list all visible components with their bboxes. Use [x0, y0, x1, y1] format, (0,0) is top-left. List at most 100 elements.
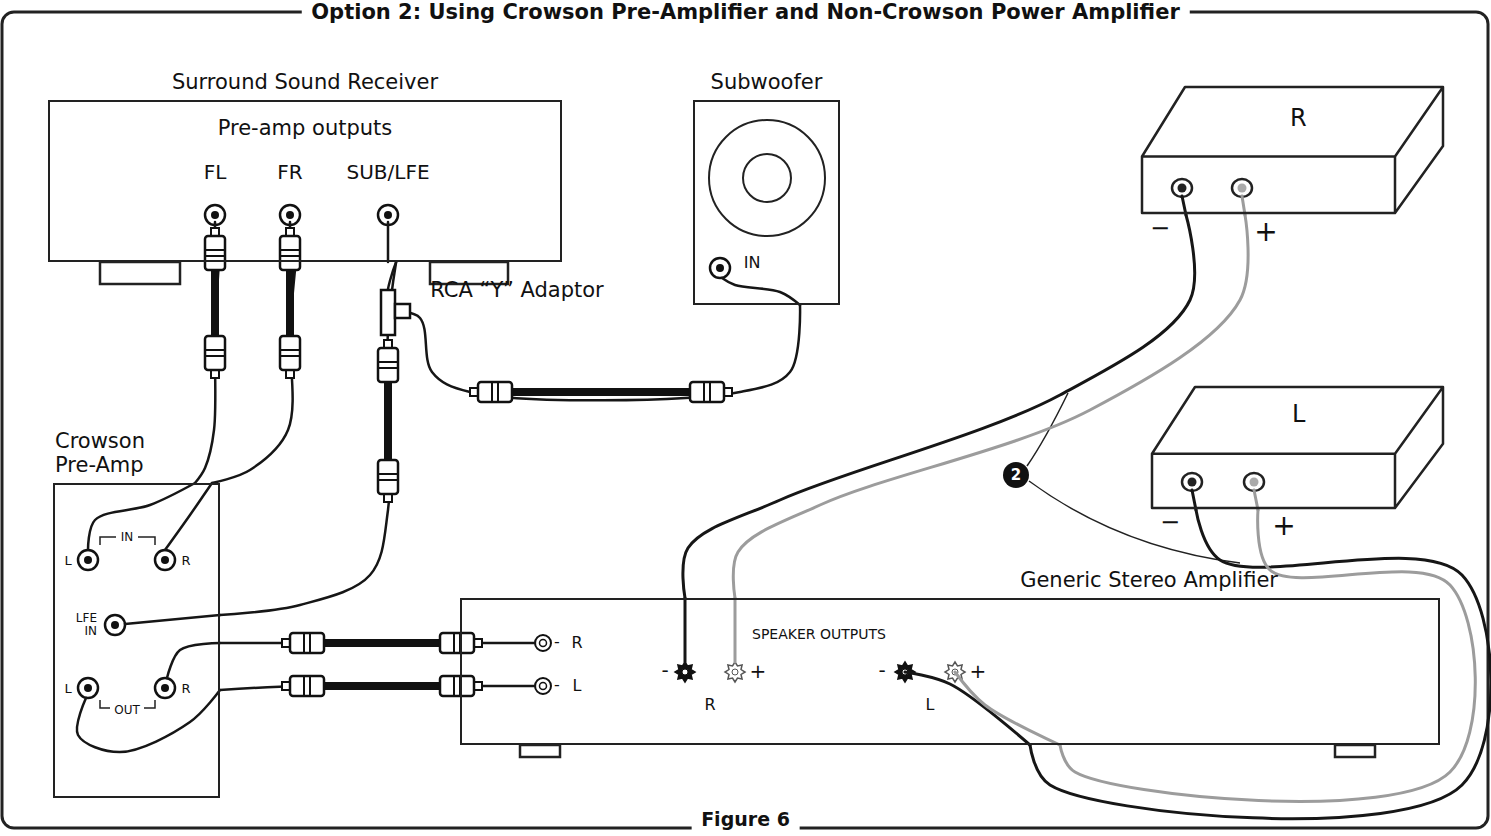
- rca-jack-pin: [161, 556, 169, 564]
- rca-jack-pin: [716, 264, 724, 272]
- amp-input-jack-ring: [540, 640, 547, 647]
- plug-ring: [709, 382, 711, 402]
- speaker-terminal-pin: [1188, 478, 1197, 487]
- y-adaptor-branch: [395, 304, 410, 318]
- jack-label: LFE IN: [67, 612, 97, 638]
- rca-plug: [290, 676, 324, 696]
- plug-ring: [378, 367, 398, 369]
- node-heading: R: [1290, 105, 1307, 133]
- plug-ring: [280, 249, 300, 251]
- callout-number: 2: [1011, 468, 1021, 483]
- woofer-cone: [709, 120, 825, 236]
- rca-plug: [290, 633, 324, 653]
- binding-post-center: [682, 669, 688, 675]
- connector-layer: [195, 215, 1491, 819]
- channel-label: R: [704, 697, 715, 713]
- jack-group-label: IN: [121, 531, 134, 543]
- rca-plug: [478, 382, 512, 402]
- cable: [1060, 510, 1475, 801]
- rca-plug: [440, 633, 474, 653]
- equipment-details: [77, 120, 1375, 757]
- figure-title: Option 2: Using Crowson Pre-Amplifier an…: [301, 0, 1189, 24]
- binding-post: [675, 662, 695, 682]
- wire-stub: [125, 615, 220, 624]
- speaker-terminal: [1232, 179, 1252, 197]
- rca-plug: [205, 336, 225, 370]
- plug-ring: [491, 382, 493, 402]
- cable-jacket: [324, 682, 442, 690]
- rca-plug: [440, 676, 474, 696]
- wire-stub: [387, 222, 390, 262]
- rca-jack-pin: [211, 211, 219, 219]
- jack-label: R: [181, 682, 190, 695]
- input-label: SUB/LFE: [346, 162, 429, 182]
- woofer-dustcap: [743, 154, 791, 202]
- subwoofer-box: Subwoofer: [693, 100, 840, 305]
- cable-jacket: [286, 270, 294, 336]
- polarity-mark: +: [1254, 218, 1277, 246]
- polarity-mark: -: [554, 634, 560, 650]
- node-heading: Generic Stereo Amplifier: [1020, 568, 1278, 592]
- plug-ring: [378, 361, 398, 363]
- speaker-right: R: [1140, 85, 1445, 215]
- figure-caption: Figure 6: [691, 808, 800, 830]
- rca-plug: [378, 348, 398, 382]
- wire-stub: [905, 672, 1030, 745]
- rca-plug: [280, 336, 300, 370]
- wire-stub: [165, 483, 212, 550]
- polarity-mark: −: [1160, 510, 1180, 534]
- rca-jack: [155, 678, 175, 698]
- amp-input-jack: [535, 678, 551, 694]
- jack-label: R: [181, 554, 190, 567]
- cable: [733, 215, 1248, 598]
- node-heading: Crowson Pre-Amp: [55, 429, 185, 477]
- cable-jacket: [324, 639, 442, 647]
- plug-ring: [453, 633, 455, 653]
- cable-jacket: [211, 270, 219, 336]
- plug-ring: [280, 255, 300, 257]
- jack-label: IN: [744, 255, 761, 271]
- cable: [220, 642, 460, 645]
- jack-label: L: [64, 682, 71, 695]
- rca-plug: [205, 236, 225, 270]
- wire-stub: [955, 672, 1060, 745]
- rca-jack-pin: [111, 621, 119, 629]
- polarity-mark: +: [1272, 512, 1295, 540]
- wire-stub: [722, 278, 800, 305]
- wire-stub: [77, 690, 220, 752]
- amplifier-box: Generic Stereo AmplifierSPEAKER OUTPUTS: [460, 598, 1440, 745]
- plug-ring: [378, 479, 398, 481]
- speaker-terminal: [1182, 473, 1202, 491]
- rca-jack-pin: [286, 211, 294, 219]
- wire-stub: [88, 483, 195, 550]
- equipment-foot: [520, 745, 560, 757]
- rca-plug: [690, 382, 724, 402]
- jack-label: L: [64, 554, 71, 567]
- rca-jack: [155, 550, 175, 570]
- preamp-box: Crowson Pre-Amp: [53, 483, 220, 798]
- plug-ring: [303, 633, 305, 653]
- rca-plug: [280, 236, 300, 270]
- callout-disc: [1003, 462, 1029, 488]
- plug-ring: [378, 473, 398, 475]
- plug-layer: [205, 228, 1029, 696]
- speaker-terminal-pin: [1238, 184, 1247, 193]
- node-heading: Subwoofer: [695, 70, 838, 94]
- cable-jacket: [512, 388, 692, 396]
- rca-jack: [78, 550, 98, 570]
- polarity-mark: −: [1150, 216, 1170, 240]
- cable: [1030, 510, 1491, 819]
- leader-line: [1029, 481, 1240, 563]
- speaker-terminal-pin: [1250, 478, 1259, 487]
- polarity-mark: -: [661, 660, 668, 680]
- plug-ring: [205, 249, 225, 251]
- plug-ring: [309, 676, 311, 696]
- speaker-left: L: [1150, 385, 1445, 510]
- speaker-terminal: [1244, 473, 1264, 491]
- rca-jack-pin: [84, 684, 92, 692]
- amp-input-jack-ring: [540, 683, 547, 690]
- rca-jack: [105, 615, 125, 635]
- rca-jack-pin: [84, 556, 92, 564]
- polarity-mark: +: [750, 661, 767, 681]
